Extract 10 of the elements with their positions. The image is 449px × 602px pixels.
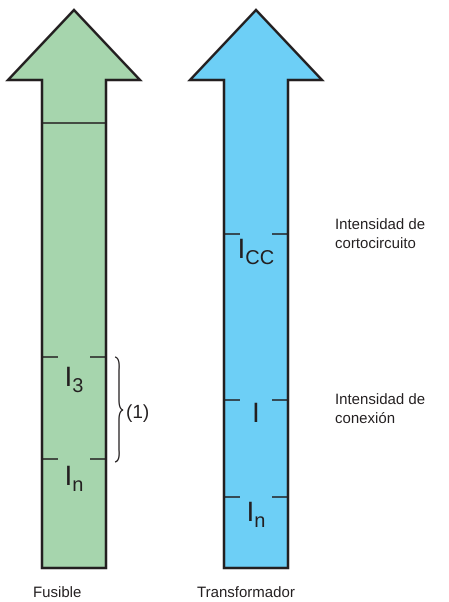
annotation-text: Intensidad de conexión xyxy=(335,390,426,428)
bracket-label: (1) xyxy=(126,401,150,425)
annotation-text: Intensidad de cortocircuito xyxy=(335,215,426,253)
current-symbol: I$_{CC}$ xyxy=(238,234,274,264)
arrow-caption: Transformador xyxy=(197,584,295,602)
current-symbol: I$_{n}$ xyxy=(246,497,266,527)
arrow-caption: Fusible xyxy=(33,584,82,602)
current-symbol: I xyxy=(252,398,260,428)
current-symbol: I$_{3}$ xyxy=(64,362,84,392)
current-symbol: I$_{n}$ xyxy=(64,461,84,491)
